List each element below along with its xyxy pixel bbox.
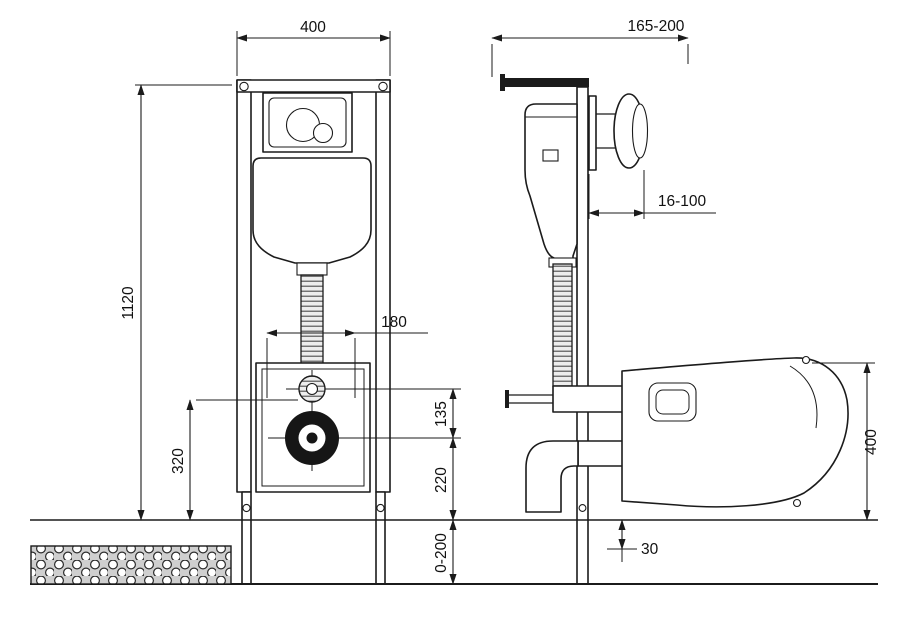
dim-floor-buildup: 30 (607, 519, 659, 562)
flush-button-small-icon (312, 122, 334, 144)
dim-label-supply-height: 320 (170, 448, 187, 474)
flush-pipe-front (300, 274, 324, 364)
waste-outlet (268, 405, 356, 471)
dim-frame-depth: 165-200 (491, 18, 689, 77)
dim-label-frame-height: 1120 (120, 286, 137, 320)
dim-label-outlet-height: 220 (433, 467, 450, 493)
mounting-frame (236, 79, 391, 585)
frame-bolt-icon (239, 81, 249, 92)
floor-covering-hatch (30, 545, 232, 585)
dim-supply-height: 320 (170, 399, 298, 521)
flush-pipe-collar (296, 262, 328, 276)
dim-bowl-height: 400 (812, 362, 880, 521)
waste-elbow (525, 440, 579, 513)
waste-duct (577, 440, 627, 467)
leg-bolt-icon (578, 504, 587, 512)
dim-frame-height: 1120 (120, 84, 232, 521)
dim-label-plate-projection: 16-100 (658, 193, 707, 210)
front-view: 400 1120 180 135 220 0-200 (120, 19, 461, 585)
water-inlet-fitting (286, 370, 338, 408)
cistern-front (252, 157, 372, 276)
flush-plate (262, 92, 353, 153)
flush-plate-side (588, 93, 649, 171)
valve-detail (542, 149, 559, 162)
dim-label-frame-width: 400 (300, 19, 326, 36)
dim-label-floor-buildup: 30 (641, 541, 659, 558)
leg-bolt-icon (242, 503, 251, 513)
dim-right-stack: 135 220 0-200 (332, 388, 461, 585)
dim-label-leg-adjustment: 0-200 (433, 533, 450, 573)
dim-label-frame-depth: 165-200 (628, 18, 685, 35)
side-view: 165-200 16-100 400 30 (491, 18, 880, 585)
dim-label-fixing-spacing: 180 (381, 314, 407, 331)
frame-side (500, 74, 589, 585)
flush-pipe-side (548, 257, 577, 387)
flush-duct (552, 385, 626, 413)
reference-point-icon (801, 355, 811, 365)
dim-fixing-spacing: 180 (266, 314, 428, 398)
dim-label-inlet-span: 135 (433, 401, 450, 427)
bowl-side-detail (648, 382, 697, 422)
leg-bolt-icon (376, 503, 385, 513)
reference-point-icon (792, 498, 802, 508)
dim-plate-projection: 16-100 (588, 170, 716, 219)
dim-label-bowl-height: 400 (863, 429, 880, 455)
connection-ducts (525, 385, 627, 513)
frame-bolt-icon (378, 81, 388, 92)
floor-section (30, 519, 878, 585)
dim-frame-width: 400 (236, 19, 391, 76)
toilet-bowl-side (621, 355, 849, 508)
